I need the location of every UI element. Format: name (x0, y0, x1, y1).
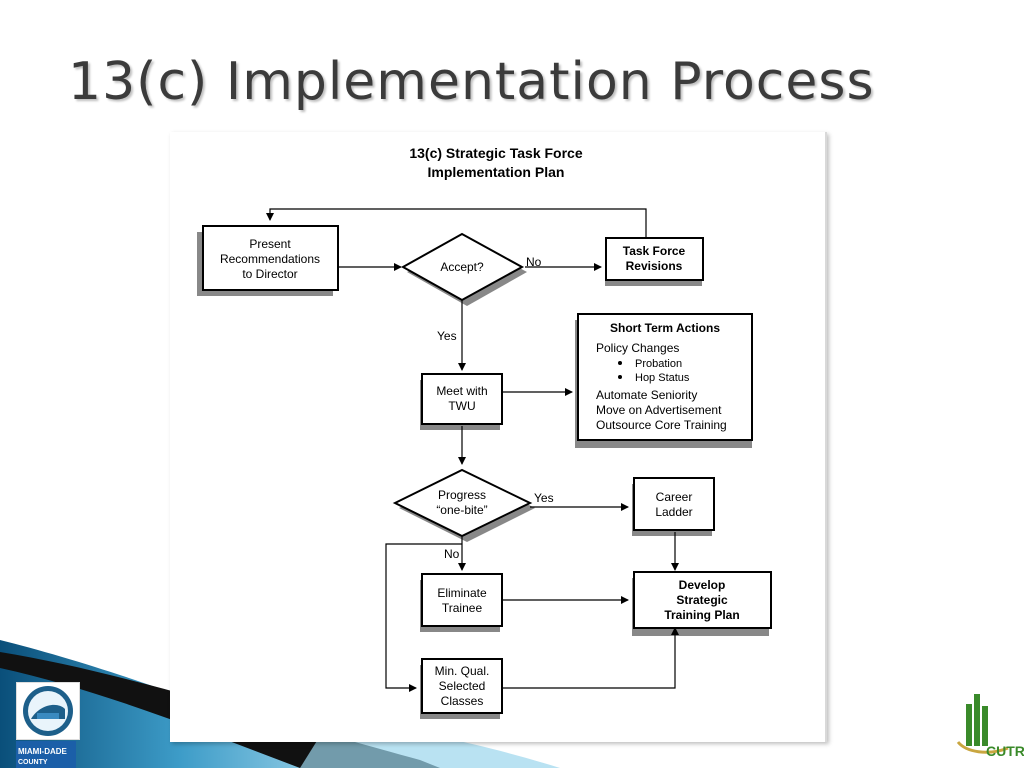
transit-seal-icon (23, 686, 73, 736)
svg-text:Probation: Probation (635, 358, 682, 370)
svg-text:Selected: Selected (439, 679, 486, 693)
feedback-arrow (266, 208, 647, 238)
building-bars-icon (966, 694, 988, 746)
node-shadows (197, 232, 769, 719)
svg-text:Move on Advertisement: Move on Advertisement (596, 403, 722, 417)
flowchart: 13(c) Strategic Task Force Implementatio… (197, 145, 772, 719)
diagram-title-line1: 13(c) Strategic Task Force (409, 145, 582, 161)
svg-text:Accept?: Accept? (440, 260, 484, 274)
svg-text:Recommendations: Recommendations (220, 252, 320, 266)
svg-text:“one-bite”: “one-bite” (436, 503, 487, 517)
node-short-term-actions: Short Term Actions Policy Changes Probat… (577, 313, 753, 441)
svg-text:Revisions: Revisions (626, 259, 683, 273)
node-career-ladder: Career Ladder (633, 477, 715, 531)
svg-text:Strategic: Strategic (676, 593, 728, 607)
svg-text:Short Term Actions: Short Term Actions (610, 321, 720, 335)
svg-text:Ladder: Ladder (655, 505, 692, 519)
svg-text:Meet with: Meet with (436, 384, 487, 398)
svg-text:Eliminate: Eliminate (437, 586, 487, 600)
slide-title: 13(c) Implementation Process (68, 52, 875, 112)
node-present: Present Recommendations to Director (202, 225, 339, 291)
node-develop-plan: Develop Strategic Training Plan (633, 571, 772, 629)
flowchart-panel: 13(c) Strategic Task Force Implementatio… (170, 132, 827, 742)
miami-dade-county-logo: MIAMI-DADE COUNTY (16, 741, 76, 768)
bullet-icon (618, 361, 622, 365)
node-eliminate-trainee: Eliminate Trainee (421, 573, 503, 627)
cutr-logo: CUTR (956, 694, 1024, 759)
svg-text:TWU: TWU (448, 399, 475, 413)
arrow-progress-minqual (385, 543, 462, 692)
county-badge-icon: MIAMI-DADE COUNTY (16, 741, 76, 768)
node-meet-twu: Meet with TWU (421, 373, 503, 425)
edge-label-yes-accept: Yes (437, 329, 457, 343)
svg-text:Training Plan: Training Plan (664, 608, 739, 622)
svg-text:Classes: Classes (441, 694, 484, 708)
svg-text:Career: Career (656, 490, 693, 504)
svg-text:Automate Seniority: Automate Seniority (596, 388, 697, 402)
edge-label-no-accept: No (526, 255, 542, 269)
svg-text:COUNTY: COUNTY (18, 759, 48, 766)
svg-text:Progress: Progress (438, 488, 486, 502)
svg-text:Trainee: Trainee (442, 601, 483, 615)
svg-text:to Director: to Director (242, 267, 297, 281)
bullet-icon (618, 375, 622, 379)
node-revisions: Task Force Revisions (605, 237, 704, 281)
svg-text:MIAMI-DADE: MIAMI-DADE (18, 747, 68, 756)
edge-label-yes-progress: Yes (534, 491, 554, 505)
cutr-wordmark: CUTR (986, 743, 1024, 759)
edge-label-no-progress: No (444, 547, 460, 561)
svg-text:Develop: Develop (679, 578, 726, 592)
svg-text:Outsource Core Training: Outsource Core Training (596, 418, 727, 432)
arrow-minqual-develop (502, 627, 679, 689)
transit-logo (16, 682, 80, 740)
node-min-qual: Min. Qual. Selected Classes (421, 658, 503, 714)
svg-text:Hop Status: Hop Status (635, 372, 690, 384)
node-accept-decision: Accept? (400, 232, 525, 302)
connectors (266, 208, 679, 692)
svg-text:Task Force: Task Force (623, 244, 686, 258)
node-progress-decision: Progress “one-bite” (392, 468, 533, 538)
svg-text:Min. Qual.: Min. Qual. (435, 664, 490, 678)
svg-text:Present: Present (249, 237, 291, 251)
diagram-title-line2: Implementation Plan (428, 164, 565, 180)
svg-text:Policy Changes: Policy Changes (596, 341, 679, 355)
